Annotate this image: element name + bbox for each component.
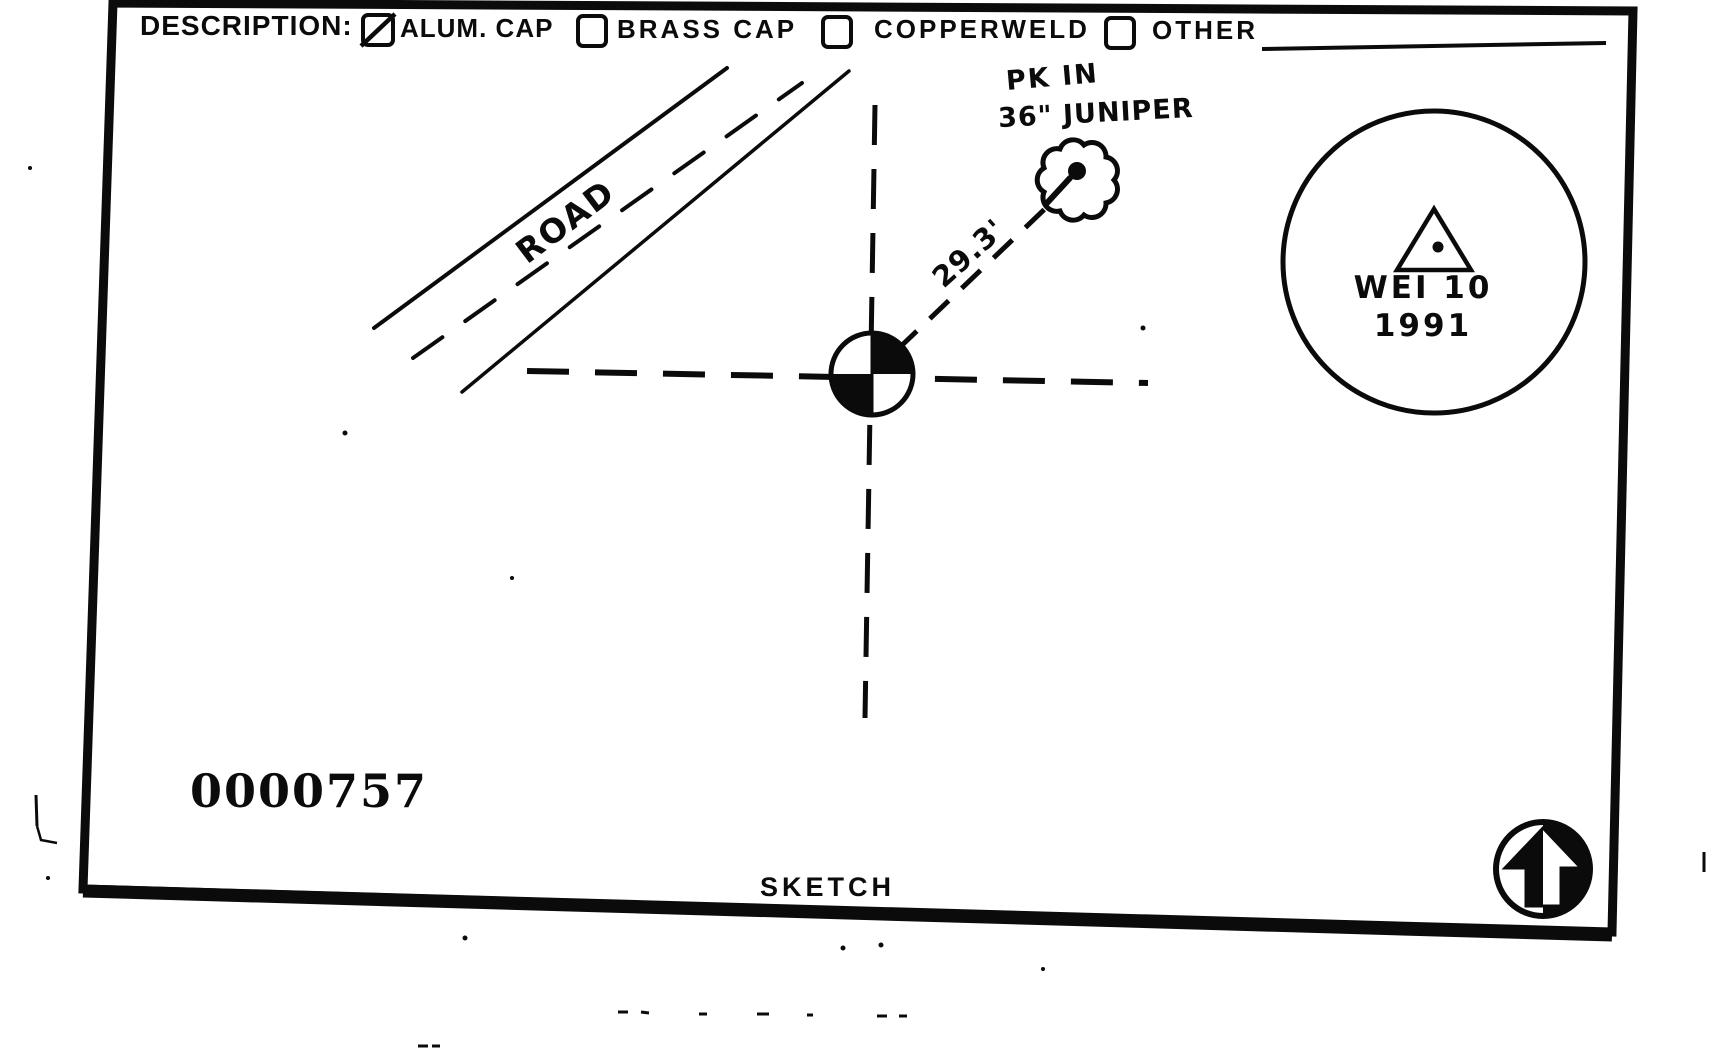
other-blank-line[interactable]: [1261, 41, 1607, 51]
road-edge-line-upper: [372, 66, 729, 330]
seal-circle: [1280, 108, 1588, 416]
triangle-with-center-dot-icon: [1393, 204, 1475, 273]
option-label-other: OTHER: [1152, 15, 1258, 45]
seal-station-id: WEI 10: [1353, 270, 1493, 306]
distance-tie-dashed-line: [896, 204, 1050, 351]
road-edge-line-lower: [460, 69, 851, 394]
north-arrow-filled-half: [1505, 828, 1543, 906]
checkbox-copperweld[interactable]: [821, 15, 853, 49]
pk-nail-tail: [1044, 175, 1073, 206]
option-label-alum-cap: ALUM. CAP: [400, 13, 554, 43]
north-arrow-icon: [1493, 819, 1593, 919]
stamp-serial-number: 0000757: [190, 764, 429, 818]
monument-ne-quadrant: [872, 333, 913, 374]
road-centerline-dashed: [411, 81, 804, 360]
road-lines: [372, 66, 851, 394]
tree-cloud-outline: [1034, 137, 1120, 223]
form-border: [78, 0, 1638, 942]
checkbox-other[interactable]: [1104, 16, 1136, 50]
pk-nail-dot: [1068, 162, 1086, 180]
description-label: DESCRIPTION:: [140, 10, 353, 41]
monument-sw-quadrant: [831, 374, 872, 415]
checkbox-brass-cap[interactable]: [576, 14, 608, 48]
option-label-copperweld: COPPERWELD: [874, 14, 1090, 44]
header-checkboxes: [359, 12, 1136, 50]
scan-artifacts: [28, 166, 1706, 1048]
sketch-caption: SKETCH: [760, 872, 896, 902]
checkmark-alum-cap: [359, 12, 397, 48]
tree-symbol: [1034, 137, 1120, 223]
vertical-dashed-line: [862, 104, 878, 719]
seal-year: 1991: [1373, 308, 1473, 344]
monument-symbol: [828, 330, 916, 418]
option-label-brass-cap: BRASS CAP: [617, 14, 798, 44]
